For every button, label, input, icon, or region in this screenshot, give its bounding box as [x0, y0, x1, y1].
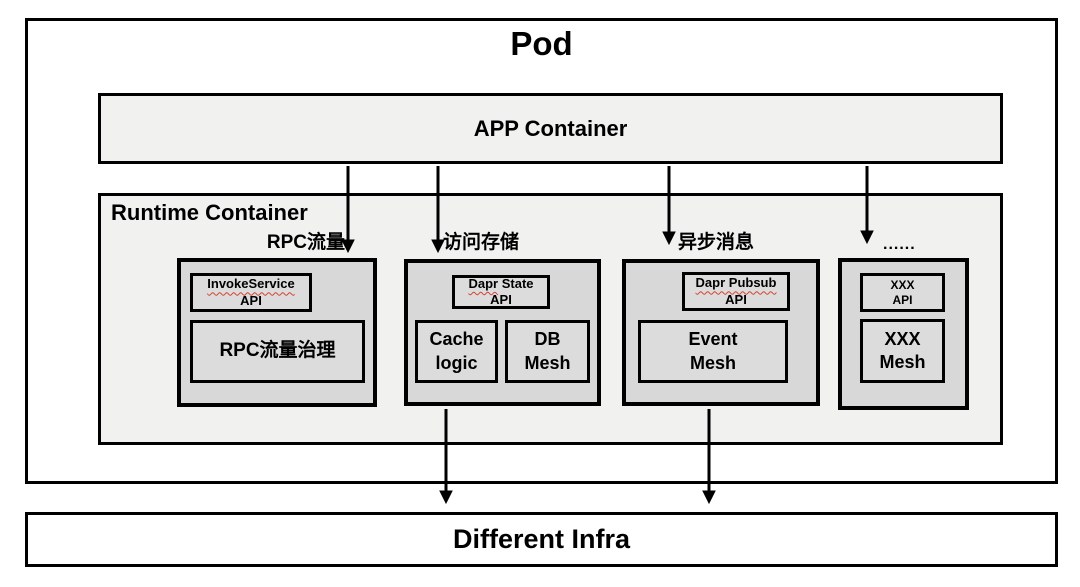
body-box-line2: logic: [435, 352, 478, 373]
event-mesh-box: Event Mesh: [638, 320, 788, 383]
body-box-line1: XXX: [884, 328, 921, 349]
cache-logic-box: Cache logic: [415, 320, 498, 383]
db-mesh-box: DB Mesh: [505, 320, 590, 383]
api-box-line1: Dapr Pubsub: [696, 275, 777, 291]
api-box-line1: XXX: [890, 278, 914, 293]
runtime-container-title: Runtime Container: [111, 200, 308, 225]
rpc-traffic-group-box: InvokeService API RPC流量治理: [177, 258, 377, 407]
misspelled-word: Dapr Pubsub: [695, 275, 777, 291]
body-box-line2: Mesh: [524, 352, 571, 373]
xxx-mesh-box: XXX Mesh: [860, 319, 945, 383]
api-box-line2: API: [490, 292, 512, 307]
api-box-line1: InvokeService: [207, 276, 294, 292]
misspelled-word: Dapr: [468, 275, 499, 291]
dapr-state-api-box: Dapr State API: [452, 275, 550, 309]
body-box-line1: Event: [688, 329, 738, 350]
api-box-line1: Dapr State: [468, 276, 533, 292]
body-box-line2: Mesh: [879, 352, 926, 372]
label-rpc-traffic: RPC流量: [266, 232, 345, 253]
different-infra-title: Different Infra: [452, 524, 631, 554]
invoke-service-api-box: InvokeService API: [190, 273, 312, 312]
app-container-title: APP Container: [473, 115, 628, 141]
different-infra-box: Different Infra: [25, 512, 1058, 567]
xxx-api-box: XXX API: [860, 273, 945, 312]
api-box-line2: API: [725, 291, 747, 307]
label-async-message: 异步消息: [678, 232, 755, 253]
async-message-group-box: Dapr Pubsub API Event Mesh: [622, 259, 820, 406]
body-box-line1: Cache: [429, 329, 484, 350]
xxx-group-box: XXX API XXX Mesh: [838, 258, 969, 410]
pod-title: Pod: [510, 25, 573, 62]
storage-access-group-box: Dapr State API Cache logic DB Mesh: [404, 259, 601, 406]
label-ellipsis: ......: [883, 236, 916, 253]
app-container-box: APP Container: [98, 93, 1003, 164]
body-box-line1: RPC流量治理: [219, 340, 336, 362]
label-storage-access: 访问存储: [443, 232, 520, 253]
dapr-pubsub-api-box: Dapr Pubsub API: [682, 272, 790, 311]
api-box-line2: API: [240, 292, 262, 308]
body-box-line1: DB: [534, 329, 561, 350]
body-box-line2: Mesh: [689, 352, 736, 373]
api-word: State: [498, 275, 534, 291]
rpc-traffic-governance-box: RPC流量治理: [190, 320, 365, 383]
api-word: XXX: [890, 277, 915, 292]
misspelled-word: InvokeService: [207, 276, 295, 292]
api-box-line2: API: [892, 292, 913, 307]
